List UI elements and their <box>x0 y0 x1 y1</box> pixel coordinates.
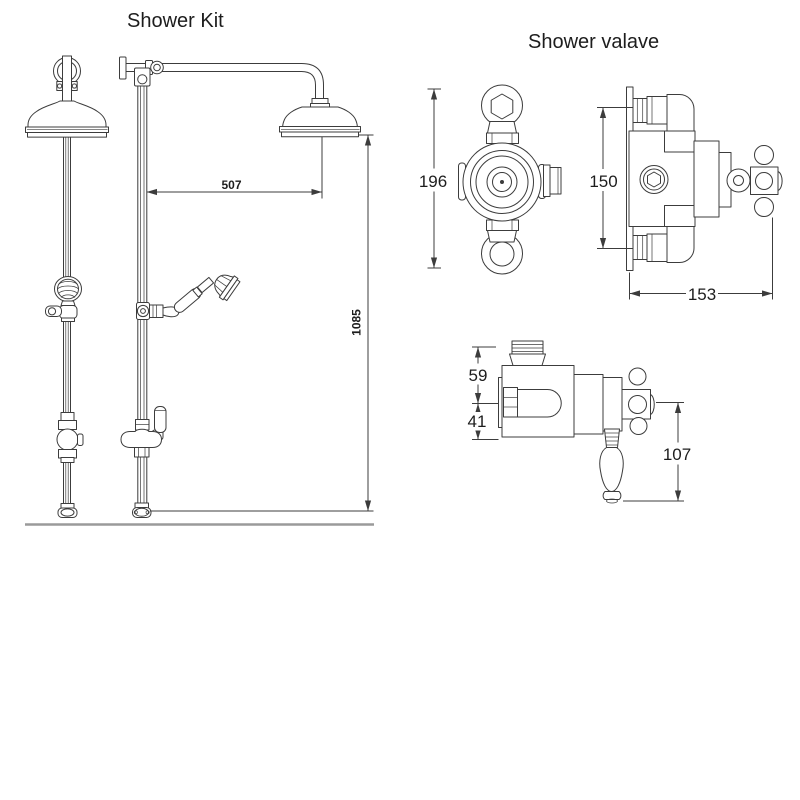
valve-top-view <box>498 340 655 504</box>
handset-head <box>214 274 241 302</box>
pipe-clamp <box>56 81 78 91</box>
dimension-center-to-front: 41 <box>464 403 499 440</box>
shower-head-side <box>25 100 109 138</box>
dimension-507-label: 507 <box>221 178 241 192</box>
dimension-107-label: 107 <box>663 445 691 464</box>
valve-cartridge-side <box>693 140 751 218</box>
dimension-riser-height: 1085 <box>150 134 374 512</box>
valve-outlet-front <box>543 164 562 197</box>
shower-kit-front-view <box>25 56 374 526</box>
valve-cartridge-top <box>573 374 623 435</box>
bottom-flange-front <box>132 502 152 518</box>
valve-body-front <box>462 142 542 222</box>
shower-kit-side-view <box>25 55 109 518</box>
dimension-41-label: 41 <box>468 412 487 431</box>
cross-handle-side <box>750 145 783 217</box>
valve-front-view <box>458 84 562 275</box>
valve-union-top <box>503 387 562 418</box>
valve-inlet-top <box>509 340 546 366</box>
valve-top-port <box>481 84 523 144</box>
dimension-head-offset: 507 <box>146 137 323 199</box>
hand-shower-assembly <box>136 274 241 320</box>
dimension-lever-length: 107 <box>623 402 694 502</box>
dimension-150-label: 150 <box>589 172 617 191</box>
shower-kit-title: Shower Kit <box>127 10 224 32</box>
shower-valve-drawing: Shower valave <box>417 31 783 504</box>
hex-nut <box>490 93 514 120</box>
shower-head-front <box>279 98 361 138</box>
diverter-body <box>120 428 162 451</box>
dimension-153-label: 153 <box>688 285 716 304</box>
shower-arm <box>126 60 324 99</box>
valve-top-inlet-side <box>632 94 695 132</box>
dimension-depth: 153 <box>629 217 773 304</box>
dimension-inlet-to-center: 59 <box>464 346 499 404</box>
dimension-59-label: 59 <box>469 366 488 385</box>
tee-junction <box>134 67 151 87</box>
dimension-196-label: 196 <box>419 172 447 191</box>
valve-side-view <box>626 86 783 271</box>
valve-profile-side <box>56 412 84 463</box>
valve-bottom-port <box>481 219 523 275</box>
cross-handle-top <box>621 367 655 435</box>
wall-edge-top <box>498 377 503 428</box>
head-pipe-side <box>62 55 72 102</box>
dimension-port-spacing: 150 <box>588 107 633 249</box>
handset-holder-side <box>45 276 82 322</box>
dimension-front-height: 196 <box>417 88 449 269</box>
lever-handle <box>599 428 624 504</box>
dimension-1085-label: 1085 <box>350 309 364 336</box>
valve-bottom-outlet-side <box>632 226 695 263</box>
shower-kit-drawing: Shower Kit <box>25 10 374 526</box>
valve-boss-side <box>639 165 669 194</box>
diverter-lever <box>154 406 167 433</box>
wall-flange <box>119 56 127 80</box>
diverter-valve <box>120 406 167 458</box>
handset-neck <box>196 276 215 294</box>
bottom-flange-side <box>57 503 78 518</box>
shower-valve-title: Shower valave <box>528 31 659 53</box>
